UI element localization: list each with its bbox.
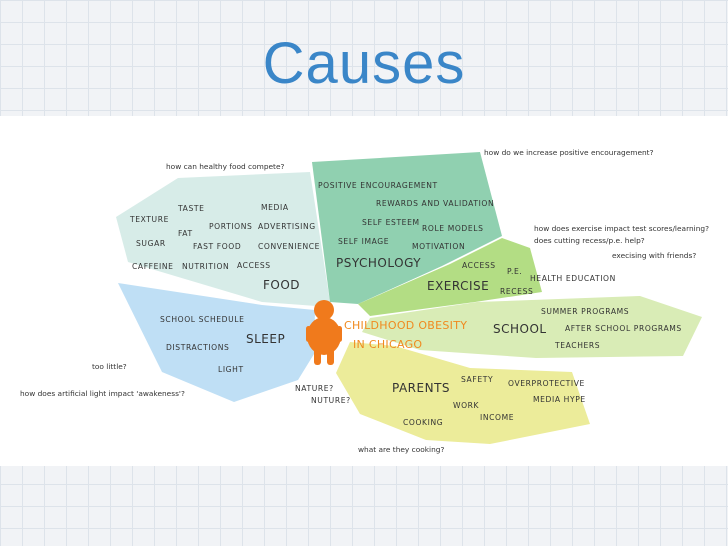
sleep-label: SLEEP [246,332,285,346]
exercise-question: how does exercise impact test scores/lea… [534,224,709,233]
parents-wedge [336,342,590,444]
parents-word: COOKING [403,418,443,427]
exercise-label: EXERCISE [427,279,489,293]
diagram-panel: CHILDHOOD OBESITY IN CHICAGO how can hea… [0,116,728,466]
sleep-word: SCHOOL SCHEDULE [160,315,245,324]
center-label-line2: IN CHICAGO [353,338,422,351]
food-word: MEDIA [261,203,289,212]
school-word: SUMMER PROGRAMS [541,307,629,316]
food-question: how can healthy food compete? [166,162,284,171]
food-wedge [116,172,330,306]
food-word: SUGAR [136,239,166,248]
nature-label: NATURE? [295,384,334,393]
psychology-label: PSYCHOLOGY [336,256,421,270]
psychology-word: POSITIVE ENCOURAGEMENT [318,181,438,190]
psychology-word: SELF ESTEEM [362,218,420,227]
psychology-question: how do we increase positive encouragemen… [484,148,654,157]
food-word: ACCESS [237,261,271,270]
food-word: TASTE [177,204,205,213]
school-word: TEACHERS [554,341,600,350]
psychology-word: REWARDS AND VALIDATION [376,199,494,208]
psychology-word: SELF IMAGE [338,237,389,246]
sleep-question: how does artificial light impact 'awaken… [20,389,185,398]
food-word: ADVERTISING [258,222,316,231]
center-label-line1: CHILDHOOD OBESITY [344,319,467,332]
food-word: FAT [178,229,193,238]
psychology-wedge [312,152,502,304]
sleep-question: too little? [92,362,127,371]
parents-word: INCOME [480,413,514,422]
food-word: PORTIONS [209,222,252,231]
psychology-word: MOTIVATION [412,242,465,251]
parents-word: SAFETY [461,375,493,384]
child-figure-icon [306,300,342,365]
food-word: NUTRITION [182,262,229,271]
parents-word: OVERPROTECTIVE [508,379,585,388]
parents-question: what are they cooking? [358,445,444,454]
exercise-word: P.E. [507,267,522,276]
exercise-word: ACCESS [462,261,496,270]
sleep-wedge [118,283,315,402]
exercise-word: RECESS [500,287,533,296]
food-label: FOOD [263,278,300,292]
food-word: TEXTURE [129,215,169,224]
school-word: AFTER SCHOOL PROGRAMS [565,324,682,333]
slide-title: Causes [262,31,466,96]
parents-word: MEDIA HYPE [533,395,586,404]
exercise-word: HEALTH EDUCATION [530,274,616,283]
psychology-word: ROLE MODELS [422,224,484,233]
sleep-word: DISTRACTIONS [166,343,229,352]
food-word: CAFFEINE [132,262,174,271]
exercise-question: execising with friends? [612,251,696,260]
food-word: FAST FOOD [193,242,241,251]
exercise-wedge [358,238,542,316]
causes-diagram: CHILDHOOD OBESITY IN CHICAGO how can hea… [20,148,709,454]
parents-label: PARENTS [392,381,450,395]
school-wedge [362,296,702,358]
parents-word: WORK [453,401,480,410]
nurture-label: NUTURE? [311,396,351,405]
food-word: CONVENIENCE [258,242,320,251]
school-label: SCHOOL [493,322,547,336]
sleep-word: LIGHT [218,365,244,374]
exercise-question: does cutting recess/p.e. help? [534,236,645,245]
